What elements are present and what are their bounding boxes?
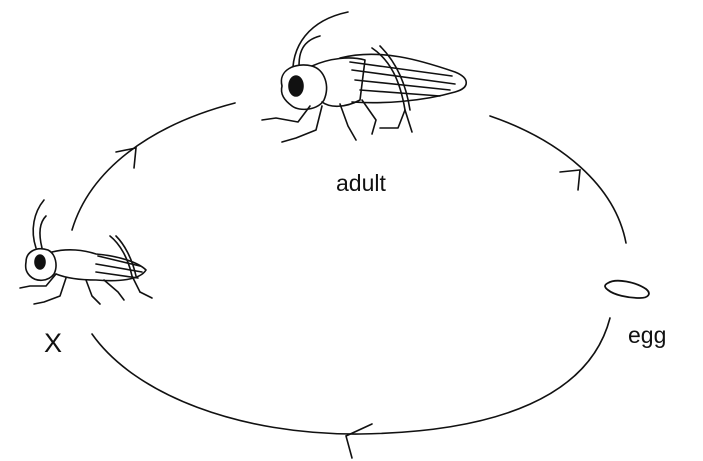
grasshopper-adult-icon bbox=[262, 12, 466, 142]
arrowhead-right-arc bbox=[560, 170, 580, 190]
egg-icon bbox=[605, 281, 649, 298]
cycle-arrows bbox=[72, 103, 626, 458]
arc-nymph-to-adult bbox=[72, 103, 235, 230]
label-nymph-x: X bbox=[44, 328, 62, 359]
arc-egg-to-nymph bbox=[92, 318, 610, 434]
arrowhead-left-arc bbox=[116, 148, 136, 168]
label-egg: egg bbox=[628, 322, 666, 349]
arrowhead-bottom-arc bbox=[346, 424, 372, 458]
grasshopper-nymph-icon bbox=[20, 200, 152, 304]
arc-adult-to-egg bbox=[490, 116, 626, 243]
label-adult: adult bbox=[336, 170, 386, 197]
